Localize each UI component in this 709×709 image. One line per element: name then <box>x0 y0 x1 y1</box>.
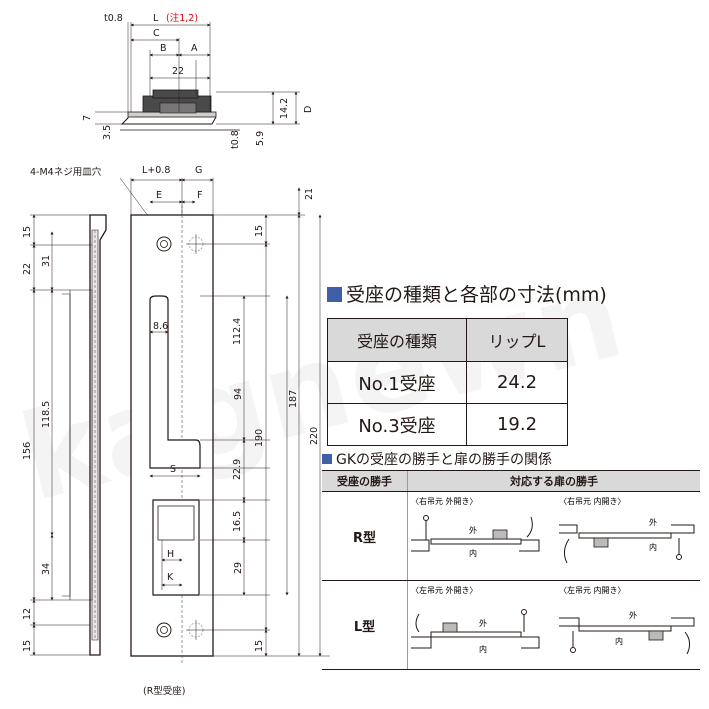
table-header-row: 受座の種類 リップL <box>327 318 568 362</box>
diagram-caption: 〈左吊元 内開き〉 <box>559 585 626 595</box>
label-inside: 内 <box>649 542 657 552</box>
handing-table: 受座の勝手 対応する扉の勝手 R型 〈右吊元 外開き〉 〈右吊元 内開き〉 外 … <box>322 470 700 670</box>
col-header-type: 受座の種類 <box>327 318 467 362</box>
label-outside: 外 <box>479 618 487 628</box>
dim-L08: L+0.8 <box>142 165 170 176</box>
dim-35: 3.5 <box>102 125 113 140</box>
front-view: 4-M4ネジ用皿穴 L+0.8 G E F <box>30 165 330 697</box>
door-diagram-cell: 〈右吊元 外開き〉 〈右吊元 内開き〉 外 内 外 <box>407 491 700 581</box>
dim-15-right-top: 15 <box>254 225 265 237</box>
diagram-caption: 〈右吊元 内開き〉 <box>559 496 626 506</box>
drawing-caption: (R型受座) <box>143 685 186 697</box>
label-inside: 内 <box>469 548 477 558</box>
dim-22-left: 22 <box>22 263 33 275</box>
dim-86: 8.6 <box>153 321 168 332</box>
lip-section <box>120 116 217 125</box>
dim-G: G <box>195 165 202 176</box>
dim-156: 156 <box>22 442 33 460</box>
dim-B: B <box>160 43 167 54</box>
latch-slot <box>149 295 201 469</box>
strike-size-table: 受座の種類 リップL No.1受座 24.2 No.3受座 19.2 <box>327 318 568 446</box>
dim-59: 5.9 <box>255 131 266 146</box>
col-header-door-hand: 対応する扉の勝手 <box>407 470 700 492</box>
dim-15-left-top: 15 <box>22 226 33 238</box>
dim-94: 94 <box>233 388 244 400</box>
label-inside: 内 <box>479 644 487 654</box>
diagram-caption: 〈右吊元 外開き〉 <box>411 496 478 506</box>
table-row: R型 〈右吊元 外開き〉 〈右吊元 内開き〉 外 内 <box>322 491 700 581</box>
dim-S: S <box>170 464 176 475</box>
dim-note: (注1,2) <box>166 12 198 24</box>
dim-1124: 112.4 <box>232 318 243 345</box>
dim-34: 34 <box>41 563 52 575</box>
label-outside: 外 <box>649 517 657 527</box>
dim-21: 21 <box>304 188 315 200</box>
handing-heading: GKの受座の勝手と扉の勝手の関係 <box>322 449 552 469</box>
cell-lip: 19.2 <box>466 403 568 446</box>
dim-7: 7 <box>82 115 93 121</box>
label-inside: 内 <box>615 636 623 646</box>
dim-22-top: 22 <box>172 66 184 77</box>
sizes-heading: 受座の種類と各部の寸法(mm) <box>327 280 607 307</box>
dim-t08-top: t0.8 <box>104 13 123 24</box>
screw-hole-top <box>156 234 206 254</box>
sizes-heading-text: 受座の種類と各部の寸法(mm) <box>346 284 607 306</box>
dim-15-right-bottom: 15 <box>254 640 265 652</box>
label-outside: 外 <box>629 610 637 620</box>
door-diagram-cell: 〈左吊元 外開き〉 〈左吊元 内開き〉 外 内 外 <box>407 580 700 670</box>
dim-15-left-bottom: 15 <box>22 640 33 652</box>
dim-1185: 118.5 <box>41 401 52 428</box>
dim-165: 16.5 <box>232 511 243 532</box>
heading-square-icon <box>322 454 332 464</box>
dim-F: F <box>197 190 202 201</box>
dim-K: K <box>167 572 174 583</box>
table-row: No.3受座 19.2 <box>327 403 568 446</box>
cell-hand-type: R型 <box>322 491 408 581</box>
heading-square-icon <box>327 287 342 302</box>
col-header-strike-hand: 受座の勝手 <box>322 470 408 492</box>
table-row: No.1受座 24.2 <box>327 361 568 404</box>
dim-12: 12 <box>22 608 33 620</box>
dim-31: 31 <box>41 255 52 267</box>
deadbolt-slot <box>152 499 200 596</box>
cell-hand-type: L型 <box>322 580 408 670</box>
dim-229: 22.9 <box>232 459 243 480</box>
cell-lip: 24.2 <box>466 361 568 404</box>
door-plan-diagrams-r: 〈右吊元 外開き〉 〈右吊元 内開き〉 外 内 外 <box>411 496 695 564</box>
cell-type: No.1受座 <box>327 361 467 404</box>
dim-D: D <box>303 106 314 113</box>
col-header-lip: リップL <box>466 318 568 362</box>
dim-t08-side: t0.8 <box>230 130 241 149</box>
screw-hole-bottom <box>156 620 206 640</box>
dim-A: A <box>191 43 198 54</box>
dim-190: 190 <box>254 429 265 447</box>
dim-187: 187 <box>288 390 299 408</box>
table-header-row: 受座の勝手 対応する扉の勝手 <box>322 470 700 492</box>
table-row: L型 〈左吊元 外開き〉 〈左吊元 内開き〉 外 内 <box>322 580 700 670</box>
dim-H: H <box>167 549 174 560</box>
label-outside: 外 <box>469 525 477 535</box>
dim-29: 29 <box>233 562 244 574</box>
dim-142: 14.2 <box>279 98 290 119</box>
dim-C: C <box>153 28 160 39</box>
screw-hole-note: 4-M4ネジ用皿穴 <box>30 166 102 178</box>
side-view: 15 22 31 118.5 156 34 12 15 <box>22 214 107 656</box>
cell-type: No.3受座 <box>327 403 467 446</box>
top-view: t0.8 L (注1,2) C B A 22 7 3.5 D 14.2 t0.8… <box>82 12 314 149</box>
door-plan-diagrams-l: 〈左吊元 外開き〉 〈左吊元 内開き〉 外 内 外 <box>411 585 695 655</box>
dim-220: 220 <box>309 427 320 445</box>
handing-heading-text: GKの受座の勝手と扉の勝手の関係 <box>336 452 553 468</box>
dim-L: L <box>153 13 159 24</box>
diagram-caption: 〈左吊元 外開き〉 <box>411 585 478 595</box>
dim-E: E <box>156 190 162 201</box>
